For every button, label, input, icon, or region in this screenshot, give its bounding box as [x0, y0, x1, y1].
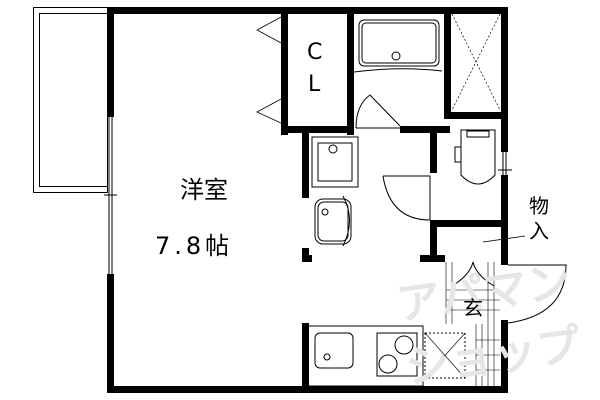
western-room-size: 7.8帖	[155, 232, 234, 260]
closet-label-c: C	[307, 40, 323, 65]
entrance-label: 玄	[463, 296, 483, 320]
closet-label-l: L	[308, 72, 321, 97]
storage-label-1: 物	[529, 194, 549, 218]
entrance-tiles	[445, 262, 500, 386]
storage-label-2: 入	[529, 219, 549, 243]
walls	[107, 7, 508, 393]
watermark: アパマンショップ	[393, 256, 584, 395]
western-room-label: 洋室	[180, 176, 228, 204]
balcony-outline	[33, 7, 108, 193]
